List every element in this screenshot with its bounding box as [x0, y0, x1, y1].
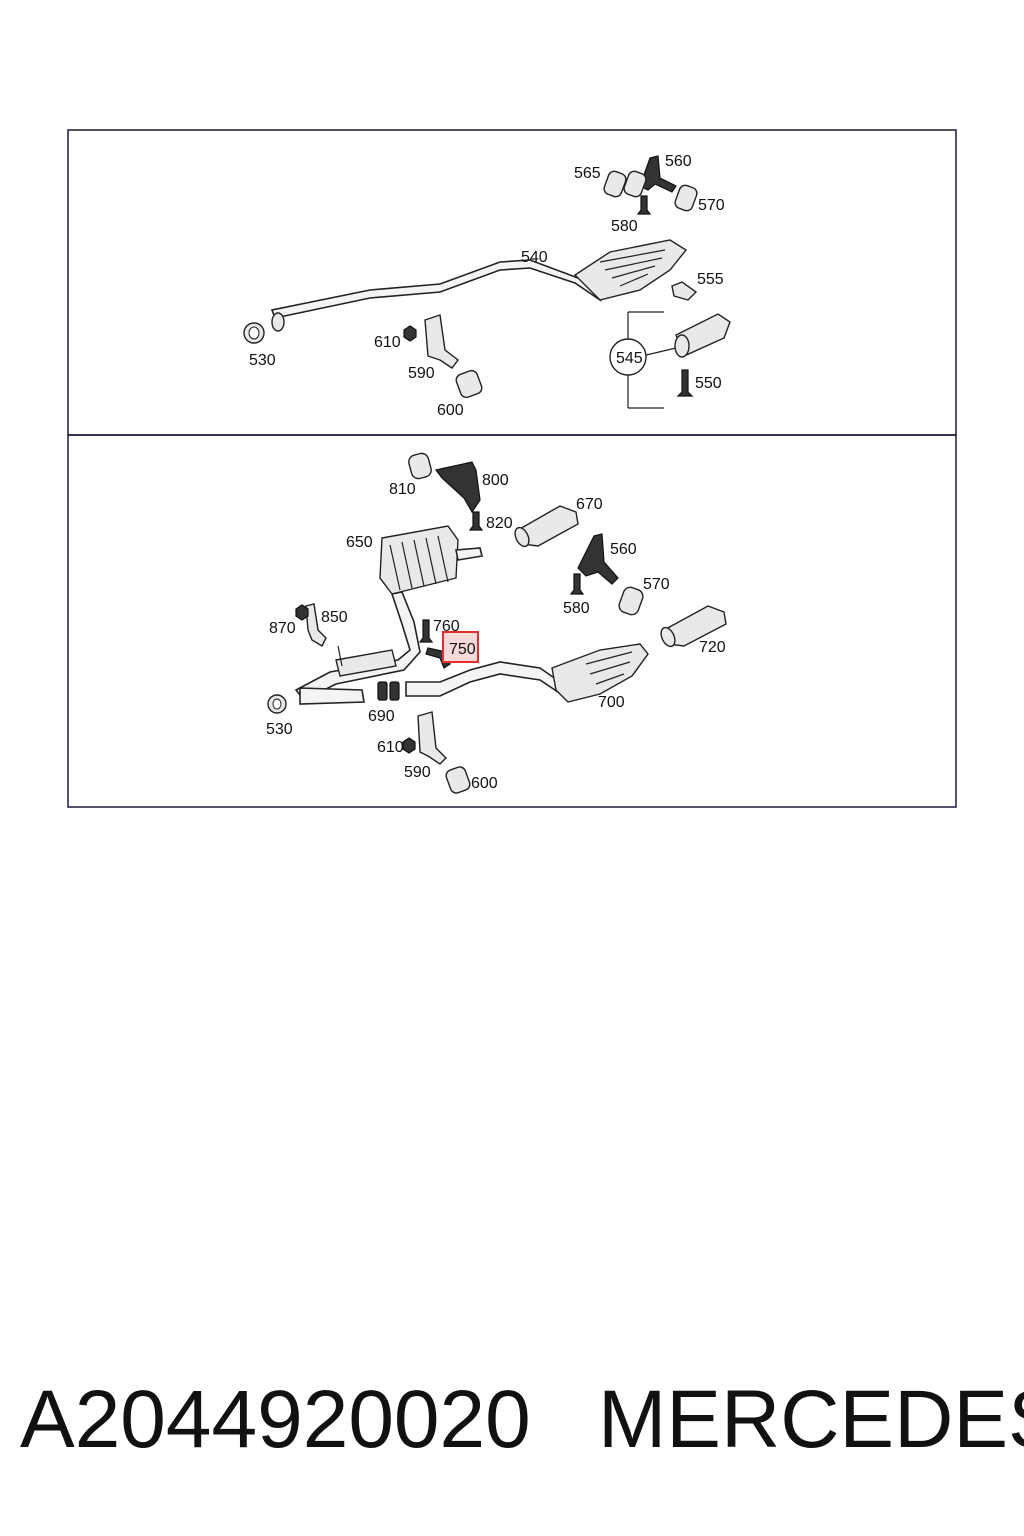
label-555: 555 — [697, 271, 724, 288]
rubber-mount-570-lower — [618, 586, 644, 616]
panel-bottom — [67, 434, 957, 808]
clamp-530-lower — [267, 694, 287, 714]
nut-870 — [295, 604, 309, 621]
label-690: 690 — [368, 708, 395, 725]
label-530: 530 — [249, 352, 276, 369]
panel-top-frame — [67, 129, 957, 436]
screw-580 — [636, 195, 652, 215]
bracket-800 — [434, 461, 481, 514]
label-820: 820 — [486, 515, 513, 532]
bracket-590 — [424, 314, 459, 369]
label-530-lower: 530 — [266, 721, 293, 738]
label-590-lower: 590 — [404, 764, 431, 781]
rubber-mount-570 — [674, 184, 698, 212]
label-600-lower: 600 — [471, 775, 498, 792]
label-550: 550 — [695, 375, 722, 392]
highlight-box-750 — [442, 631, 479, 663]
clamp-530 — [243, 322, 265, 344]
pipe-inlet-end — [271, 312, 285, 332]
label-650: 650 — [346, 534, 373, 551]
label-750: 750 — [449, 641, 476, 658]
label-560-lower: 560 — [610, 541, 637, 558]
label-800: 800 — [482, 472, 509, 489]
clamp-690b — [389, 681, 400, 701]
screw-580-lower — [569, 573, 585, 595]
front-muffler-650 — [379, 525, 459, 595]
rubber-mount-565b — [623, 170, 647, 198]
nut-610 — [403, 325, 417, 342]
label-850: 850 — [321, 609, 348, 626]
label-580: 580 — [611, 218, 638, 235]
label-720: 720 — [699, 639, 726, 656]
label-810: 810 — [389, 481, 416, 498]
rubber-mount-600 — [455, 369, 483, 399]
rubber-mount-600-lower — [445, 766, 471, 794]
label-590: 590 — [408, 365, 435, 382]
label-700: 700 — [598, 694, 625, 711]
front-pipe-flex — [335, 649, 397, 677]
screw-760 — [418, 619, 434, 643]
panel-bottom-frame — [67, 434, 957, 808]
label-545: 545 — [616, 350, 643, 367]
nut-610-lower — [402, 737, 416, 754]
part-number: A2044920020 — [20, 1374, 531, 1465]
rear-muffler-540 — [573, 239, 688, 301]
screw-550 — [676, 369, 694, 397]
label-540: 540 — [521, 249, 548, 266]
label-560: 560 — [665, 153, 692, 170]
labels-bottom: 530 560 570 580 590 600 610 650 670 690 … — [266, 472, 726, 792]
labels-top: 530 540 545 550 555 560 565 570 580 590 … — [249, 153, 725, 419]
label-610: 610 — [374, 334, 401, 351]
rear-pipe-700 — [405, 661, 561, 697]
hanger-560-lower — [577, 533, 619, 585]
bracket-590-lower — [417, 711, 447, 765]
rubber-mount-810 — [408, 452, 432, 480]
group-circle-545 — [609, 338, 647, 376]
rubber-mount-565 — [603, 170, 627, 198]
clamp-690a — [377, 681, 388, 701]
label-580-lower: 580 — [563, 600, 590, 617]
bracket-555 — [671, 281, 698, 301]
panel-top — [67, 129, 957, 436]
brand-name: MERCEDES — [598, 1374, 1024, 1465]
label-570-lower: 570 — [643, 576, 670, 593]
label-610-lower: 610 — [377, 739, 404, 756]
hanger-850 — [305, 603, 327, 647]
exhaust-pipe-540 — [270, 259, 602, 319]
label-600: 600 — [437, 402, 464, 419]
label-565: 565 — [574, 165, 601, 182]
label-760: 760 — [433, 618, 460, 635]
label-570: 570 — [698, 197, 725, 214]
rear-muffler-700 — [551, 643, 649, 703]
screw-820 — [468, 511, 484, 531]
muffler-outlet-650 — [455, 547, 483, 561]
label-670: 670 — [576, 496, 603, 513]
label-870: 870 — [269, 620, 296, 637]
inlet-pipe-690 — [299, 687, 365, 705]
